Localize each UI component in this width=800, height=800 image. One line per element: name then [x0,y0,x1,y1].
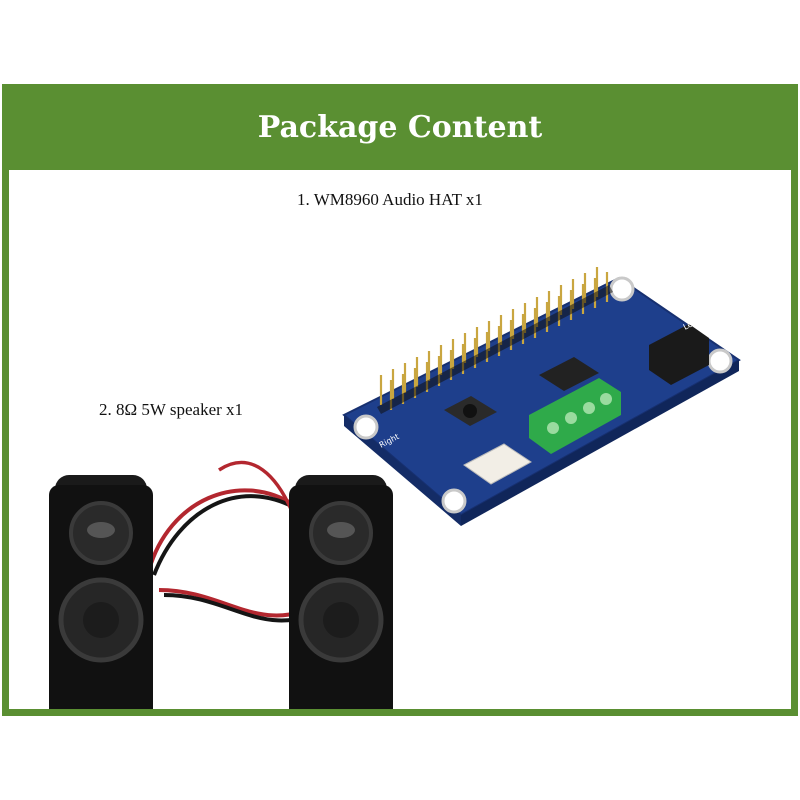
content-area: 1. WM8960 Audio HAT x1 2. 8Ω 5W speaker … [9,170,791,709]
push-button-icon [444,396,497,426]
codec-chip [539,357,599,391]
speaker-right [289,475,393,709]
hat-board [342,276,741,526]
pin-header-base [377,285,613,414]
screw-terminal [529,378,621,454]
speaker-image [49,460,393,709]
audio-hat-image: Right Left [342,267,741,526]
item-label-speaker: 2. 8Ω 5W speaker x1 [99,400,244,419]
ph2-connector [463,443,532,485]
package-content-panel: Package Content 1. WM8960 Audio HAT x1 2… [2,84,798,716]
audio-jack [649,324,709,385]
page-title: Package Content [257,109,543,145]
item-label-audio-hat: 1. WM8960 Audio HAT x1 [297,190,483,209]
speaker-left [49,475,153,709]
